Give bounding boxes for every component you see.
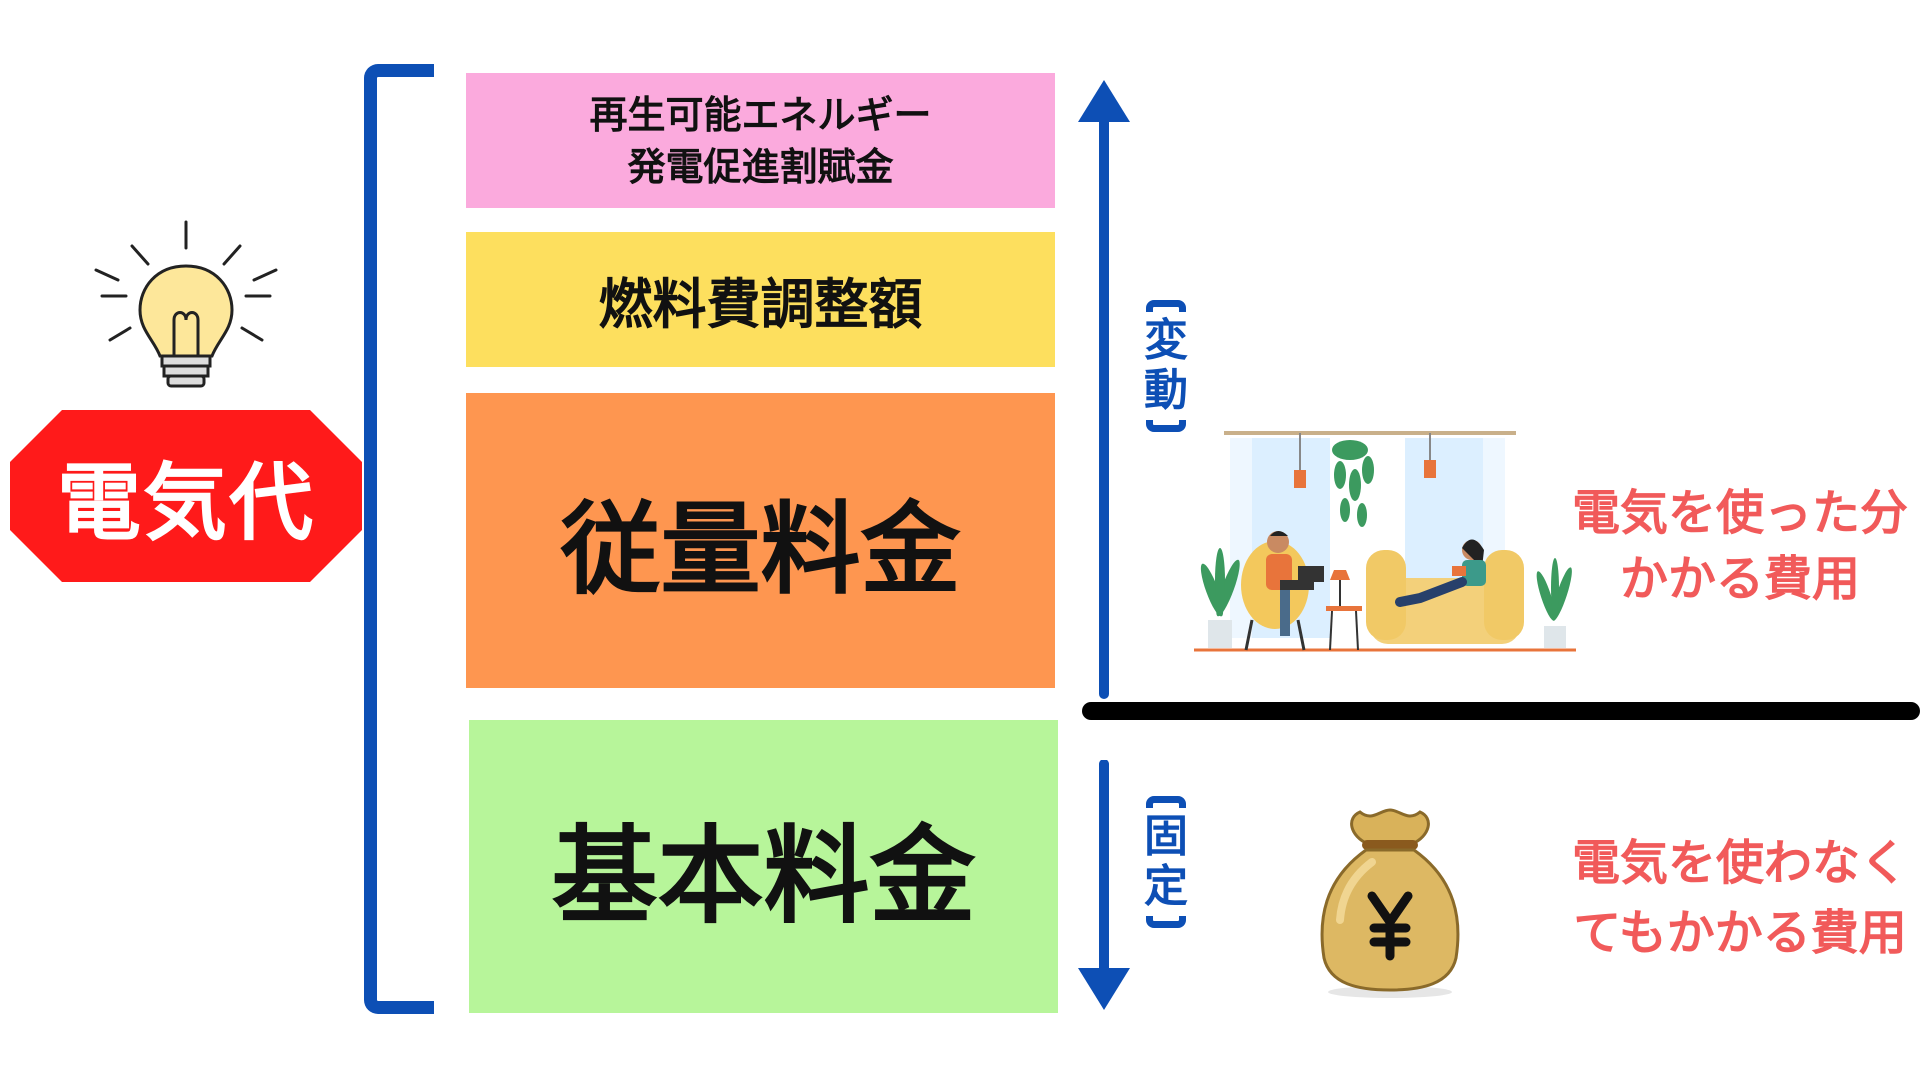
- fuel-adjustment-box: 燃料費調整額: [466, 232, 1055, 367]
- variable-desc-line1: 電気を使った分: [1571, 485, 1908, 541]
- fixed-desc-line2: てもかかる費用: [1573, 905, 1907, 961]
- label-bracket-top: [1146, 300, 1186, 312]
- variable-char-1: 変: [1144, 315, 1188, 366]
- yen-money-bag-icon: [1320, 808, 1460, 998]
- renewable-energy-levy-box: 再生可能エネルギー 発電促進割賦金: [466, 73, 1055, 208]
- label-bracket-bottom: [1146, 916, 1186, 928]
- renewable-line1: 再生可能エネルギー: [589, 92, 932, 137]
- variable-cost-description: 電気を使った分 かかる費用: [1560, 480, 1920, 612]
- page-title: 電気代: [56, 453, 315, 552]
- fixed-char-2: 定: [1144, 861, 1188, 912]
- variable-fixed-divider: [1082, 702, 1920, 720]
- usage-charge-label: 従量料金: [560, 491, 961, 608]
- usage-charge-box: 従量料金: [466, 393, 1055, 688]
- fixed-char-1: 固: [1144, 811, 1188, 862]
- left-bracket: [364, 64, 434, 1014]
- fixed-cost-description: 電気を使わなく てもかかる費用: [1560, 828, 1920, 968]
- fuel-adjustment-label: 燃料費調整額: [598, 273, 923, 336]
- variable-desc-line2: かかる費用: [1619, 551, 1860, 607]
- title-badge: [10, 410, 362, 582]
- label-bracket-bottom: [1146, 420, 1186, 432]
- arrow-down-icon: [1078, 760, 1130, 1010]
- lightbulb-icon: [94, 220, 278, 388]
- basic-charge-box: 基本料金: [469, 720, 1058, 1013]
- renewable-line2: 発電促進割賦金: [627, 144, 894, 189]
- fixed-label: 固 定: [1144, 796, 1188, 928]
- basic-charge-label: 基本料金: [551, 814, 976, 938]
- variable-char-2: 動: [1144, 365, 1188, 416]
- arrow-up-icon: [1078, 80, 1130, 699]
- living-room-illustration: [1194, 431, 1576, 652]
- fixed-desc-line1: 電気を使わなく: [1571, 835, 1908, 891]
- label-bracket-top: [1146, 796, 1186, 808]
- variable-label: 変 動: [1144, 300, 1188, 432]
